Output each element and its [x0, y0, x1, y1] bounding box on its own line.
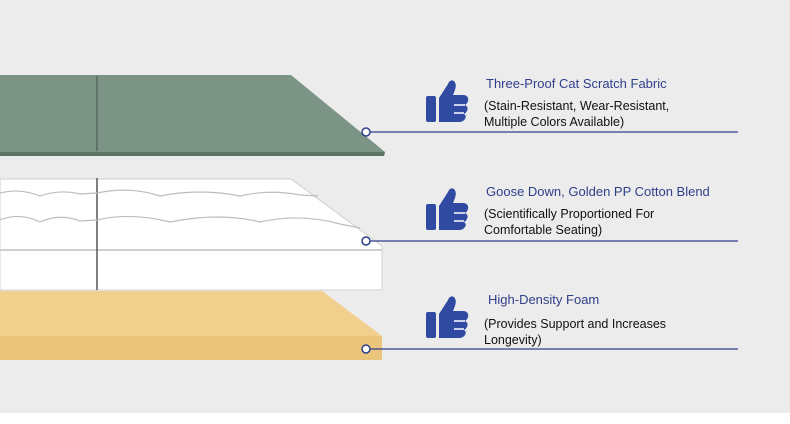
down-cotton-layer — [0, 178, 383, 291]
feature-description: (Stain-Resistant, Wear-Resistant, Multip… — [484, 98, 669, 130]
feature-description-line: Comfortable Seating) — [484, 223, 603, 237]
feature-title: High-Density Foam — [488, 292, 600, 307]
foam-layer — [0, 291, 382, 360]
feature-description-line: Longevity) — [484, 333, 542, 347]
feature-title: Goose Down, Golden PP Cotton Blend — [486, 184, 710, 199]
feature-description-line: (Stain-Resistant, Wear-Resistant, — [484, 99, 670, 113]
feature-description-line: (Provides Support and Increases — [484, 317, 667, 331]
thumbs-up-icon — [426, 188, 469, 230]
thumbs-up-icon — [426, 80, 469, 122]
fabric-layer — [0, 75, 385, 156]
feature-description: (Scientifically Proportioned For Comfort… — [484, 206, 654, 238]
feature-description-line: (Scientifically Proportioned For — [484, 207, 655, 221]
feature-title: Three-Proof Cat Scratch Fabric — [486, 76, 667, 91]
leader-lines — [361, 127, 738, 354]
feature-description-line: Multiple Colors Available) — [484, 115, 625, 129]
sofa-layer-diagram: Three-Proof Cat Scratch Fabric (Stain-Re… — [0, 0, 790, 413]
thumbs-up-icon — [426, 296, 469, 338]
feature-description: (Provides Support and Increases Longevit… — [484, 316, 666, 348]
cushion-layers — [0, 75, 738, 360]
